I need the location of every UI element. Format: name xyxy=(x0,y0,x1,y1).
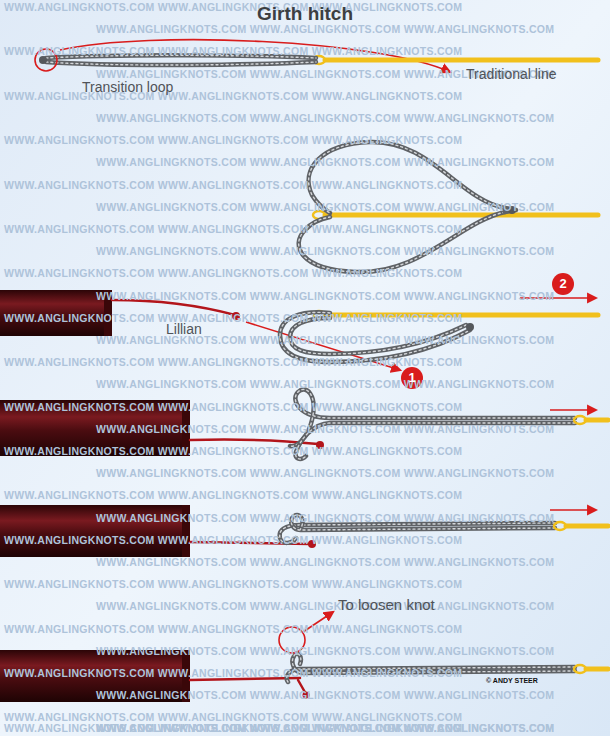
girth-forming-row-part xyxy=(586,418,608,423)
watermark: WWW.ANGLINGKNOTS.COM WWW.ANGLINGKNOTS.CO… xyxy=(96,512,554,524)
watermark: WWW.ANGLINGKNOTS.COM WWW.ANGLINGKNOTS.CO… xyxy=(4,401,462,413)
watermark: WWW.ANGLINGKNOTS.COM WWW.ANGLINGKNOTS.CO… xyxy=(96,290,554,302)
finished-knot-row xyxy=(0,612,608,702)
diagram-title: Girth hitch xyxy=(257,3,353,25)
watermark: WWW.ANGLINGKNOTS.COM WWW.ANGLINGKNOTS.CO… xyxy=(96,245,554,257)
watermark: WWW.ANGLINGKNOTS.COM WWW.ANGLINGKNOTS.CO… xyxy=(96,467,554,479)
part-label: Lillian xyxy=(166,321,202,337)
note-label: To loosen knot xyxy=(338,596,435,613)
watermark: WWW.ANGLINGKNOTS.COM WWW.ANGLINGKNOTS.CO… xyxy=(4,45,462,57)
watermark: WWW.ANGLINGKNOTS.COM WWW.ANGLINGKNOTS.CO… xyxy=(4,445,462,457)
callout-circle xyxy=(552,273,574,295)
watermark: WWW.ANGLINGKNOTS.COM WWW.ANGLINGKNOTS.CO… xyxy=(96,201,554,213)
girth-tightening-row-part xyxy=(566,524,608,529)
watermark: WWW.ANGLINGKNOTS.COM WWW.ANGLINGKNOTS.CO… xyxy=(96,423,554,435)
watermark: WWW.ANGLINGKNOTS.COM WWW.ANGLINGKNOTS.CO… xyxy=(96,689,554,701)
watermark: WWW.ANGLINGKNOTS.COM WWW.ANGLINGKNOTS.CO… xyxy=(4,312,462,324)
watermark: WWW.ANGLINGKNOTS.COM WWW.ANGLINGKNOTS.CO… xyxy=(4,534,462,546)
pull-arrow xyxy=(550,509,596,511)
watermark: WWW.ANGLINGKNOTS.COM WWW.ANGLINGKNOTS.CO… xyxy=(4,489,462,501)
watermark: WWW.ANGLINGKNOTS.COM WWW.ANGLINGKNOTS.CO… xyxy=(4,90,462,102)
part-label: Traditional line xyxy=(466,66,557,82)
loop-through-eye-row-part xyxy=(299,212,505,272)
girth-forming-row-part xyxy=(290,389,575,446)
watermark: WWW.ANGLINGKNOTS.COM WWW.ANGLINGKNOTS.CO… xyxy=(96,556,554,568)
watermark: WWW.ANGLINGKNOTS.COM WWW.ANGLINGKNOTS.CO… xyxy=(96,23,554,35)
copyright-label: © ANDY STEER xyxy=(486,677,538,685)
watermark: WWW.ANGLINGKNOTS.COM WWW.ANGLINGKNOTS.CO… xyxy=(4,1,462,13)
watermark: WWW.ANGLINGKNOTS.COM WWW.ANGLINGKNOTS.CO… xyxy=(96,378,554,390)
watermark: WWW.ANGLINGKNOTS.COM WWW.ANGLINGKNOTS.CO… xyxy=(4,667,462,679)
traditional-line xyxy=(325,58,598,63)
watermark: WWW.ANGLINGKNOTS.COM WWW.ANGLINGKNOTS.CO… xyxy=(4,179,462,191)
watermark: WWW.ANGLINGKNOTS.COM WWW.ANGLINGKNOTS.CO… xyxy=(96,112,554,124)
watermark: WWW.ANGLINGKNOTS.COM WWW.ANGLINGKNOTS.CO… xyxy=(96,600,554,612)
callout-number: 1 xyxy=(408,371,415,386)
watermark: WWW.ANGLINGKNOTS.COM WWW.ANGLINGKNOTS.CO… xyxy=(96,645,554,657)
lillian-through-loop-row-part xyxy=(466,323,474,331)
pull-arrow xyxy=(550,409,596,411)
finished-knot-row-part xyxy=(586,667,608,672)
callout-number: 2 xyxy=(559,277,566,292)
watermark: WWW.ANGLINGKNOTS.COM WWW.ANGLINGKNOTS.CO… xyxy=(96,722,554,734)
watermark: WWW.ANGLINGKNOTS.COM WWW.ANGLINGKNOTS.CO… xyxy=(4,578,462,590)
watermark: WWW.ANGLINGKNOTS.COM WWW.ANGLINGKNOTS.CO… xyxy=(4,134,462,146)
girth-forming-row xyxy=(0,389,608,459)
lillian-through-loop-row xyxy=(0,273,598,389)
loop-through-eye-row-part xyxy=(325,213,598,218)
watermark: WWW.ANGLINGKNOTS.COM WWW.ANGLINGKNOTS.CO… xyxy=(4,711,462,723)
watermark: WWW.ANGLINGKNOTS.COM WWW.ANGLINGKNOTS.CO… xyxy=(4,267,462,279)
girth-forming-row-part xyxy=(290,389,575,446)
transition-loop-row-part xyxy=(46,62,316,65)
loop-through-eye-row-part xyxy=(299,212,505,272)
watermark: WWW.ANGLINGKNOTS.COM WWW.ANGLINGKNOTS.CO… xyxy=(96,334,554,346)
watermark: WWW.ANGLINGKNOTS.COM WWW.ANGLINGKNOTS.CO… xyxy=(4,223,462,235)
watermark: WWW.ANGLINGKNOTS.COM WWW.ANGLINGKNOTS.CO… xyxy=(4,356,462,368)
part-label: Transition loop xyxy=(82,79,173,95)
girth-tightening-row xyxy=(0,505,608,557)
transition-loop-row-part xyxy=(46,62,316,65)
watermark: WWW.ANGLINGKNOTS.COM WWW.ANGLINGKNOTS.CO… xyxy=(96,156,554,168)
watermark: WWW.ANGLINGKNOTS.COM WWW.ANGLINGKNOTS.CO… xyxy=(4,623,462,635)
